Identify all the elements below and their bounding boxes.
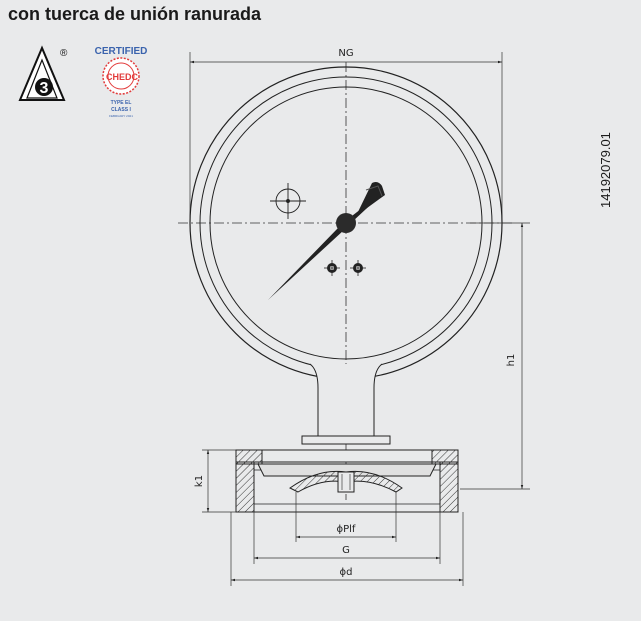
plf-dimension bbox=[295, 492, 397, 542]
diaphragm-seal bbox=[257, 463, 437, 493]
g-dimension bbox=[253, 504, 441, 564]
d-label: ϕd bbox=[340, 567, 353, 578]
certified-class-text: CLASS I bbox=[111, 107, 131, 113]
certified-top-text: CERTIFIED bbox=[95, 46, 148, 57]
h1-dimension bbox=[460, 222, 530, 490]
screw-left-icon bbox=[324, 260, 340, 276]
g-label: G bbox=[342, 545, 350, 556]
a3-registered-mark: ® bbox=[60, 48, 68, 59]
d-dimension bbox=[230, 512, 464, 586]
a3-circle bbox=[35, 78, 53, 96]
a3-digit: 3 bbox=[40, 80, 49, 97]
a3-logo: 3 ® bbox=[18, 45, 68, 101]
k1-dimension bbox=[202, 449, 236, 513]
certified-logo: CERTIFIED CHEDC TYPE EL CLASS I FEBRUARY… bbox=[95, 46, 148, 118]
certified-brand-text: CHEDC bbox=[106, 72, 139, 82]
certified-small-text: FEBRUARY 2021 bbox=[109, 114, 133, 118]
gauge-stem bbox=[301, 363, 391, 445]
seal-capillary-plug bbox=[337, 471, 355, 493]
stem-collar bbox=[301, 435, 391, 445]
nut-right-section bbox=[439, 461, 459, 513]
nut-left-section bbox=[235, 461, 255, 513]
k1-label: k1 bbox=[194, 475, 205, 487]
h1-label: h1 bbox=[506, 354, 517, 367]
screw-right-icon bbox=[350, 260, 366, 276]
ng-extension-lines bbox=[189, 52, 503, 222]
gauge-pointer bbox=[268, 182, 385, 300]
zero-adjust-symbol bbox=[270, 183, 306, 219]
certified-seal-inner bbox=[107, 62, 135, 90]
ng-label: NG bbox=[338, 48, 353, 59]
dial-screws bbox=[324, 260, 366, 276]
plf-label: ϕPlf bbox=[337, 524, 356, 535]
page-title: con tuerca de unión ranurada bbox=[8, 4, 262, 24]
union-nut bbox=[235, 449, 459, 513]
certified-type-text: TYPE EL bbox=[111, 100, 132, 106]
